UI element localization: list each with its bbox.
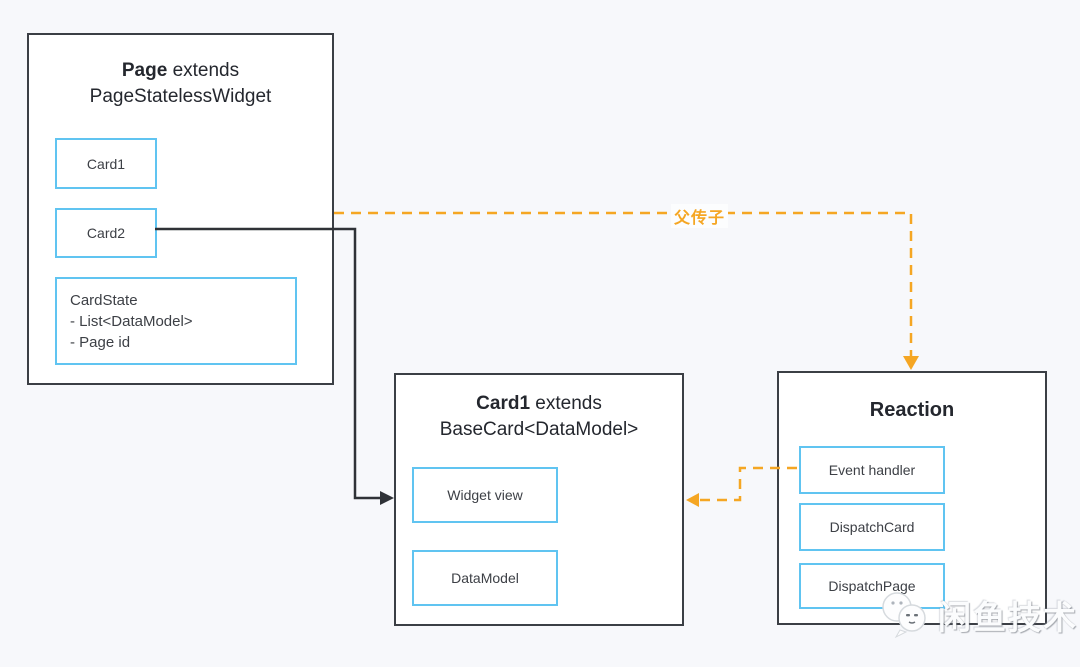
reaction-class-box: Reaction Event handler DispatchCard Disp…	[777, 371, 1047, 625]
node-datamodel: DataModel	[412, 550, 558, 606]
page-class-title: Page extends PageStatelessWidget	[29, 58, 332, 110]
cardstate-line2: - List<DataModel>	[70, 313, 193, 330]
reaction-title-line1: Reaction	[869, 399, 955, 421]
page-title-line1: Page extends	[121, 60, 240, 81]
node-card1: Card1	[55, 138, 157, 189]
node-dispatchcard-label: DispatchCard	[829, 519, 915, 535]
node-card2: Card2	[55, 208, 157, 258]
node-dispatchpage-label: DispatchPage	[828, 578, 916, 594]
node-widget-view: Widget view	[412, 467, 558, 523]
node-card1-label: Card1	[86, 155, 126, 172]
node-card2-label: Card2	[86, 225, 126, 241]
page-class-box: Page extends PageStatelessWidget Card1 C…	[27, 33, 334, 385]
cardstate-line1: CardState	[70, 292, 138, 309]
node-dispatchcard: DispatchCard	[799, 503, 945, 551]
card1-title-line1: Card1 extends	[476, 393, 602, 414]
reaction-class-title: Reaction	[779, 397, 1045, 423]
edge-page-to-reaction	[334, 211, 919, 370]
node-widget-view-label: Widget view	[447, 487, 523, 503]
node-datamodel-label: DataModel	[451, 570, 519, 586]
watermark-text: 闲鱼技术	[938, 599, 1078, 636]
node-dispatchpage: DispatchPage	[799, 563, 945, 609]
node-event-handler: Event handler	[799, 446, 945, 494]
node-cardstate: CardState - List<DataModel> - Page id	[55, 277, 297, 365]
card1-class-title: Card1 extends BaseCard<DataModel>	[396, 391, 682, 443]
watermark: 闲鱼技术	[876, 590, 1078, 640]
node-event-handler-label: Event handler	[828, 462, 916, 478]
cardstate-line3: - Page id	[70, 334, 131, 351]
edge-label-parent-to-child: 父传子	[671, 204, 729, 228]
xianyu-mascot-icon	[882, 592, 926, 639]
page-title-line2: PageStatelessWidget	[89, 86, 272, 107]
card1-title-line2: BaseCard<DataModel>	[439, 419, 639, 440]
card1-class-box: Card1 extends BaseCard<DataModel> Widget…	[394, 373, 684, 626]
